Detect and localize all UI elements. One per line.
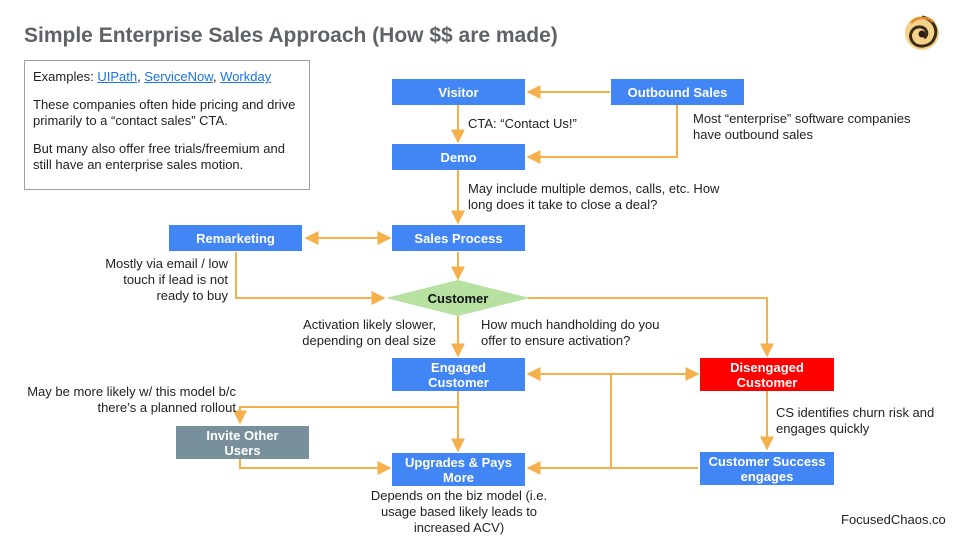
separator: ,: [212, 69, 221, 84]
note-rollout: May be more likely w/ this model b/c the…: [27, 384, 236, 415]
note-activation-slower: Activation likely slower, depending on d…: [302, 317, 436, 348]
node-demo: Demo: [392, 144, 525, 170]
info-paragraph-pricing: These companies often hide pricing and d…: [33, 97, 296, 128]
arrow-engaged-to-invite: [233, 391, 459, 425]
note-cta: CTA: “Contact Us!”: [468, 116, 577, 131]
note-outbound: Most “enterprise” software companies hav…: [693, 111, 911, 142]
note-remarketing: Mostly via email / low touch if lead is …: [105, 256, 228, 303]
node-visitor: Visitor: [392, 79, 525, 105]
node-upgrades-pays-more: Upgrades & Pays More: [392, 453, 525, 486]
note-biz-model: Depends on the biz model (i.e. usage bas…: [370, 488, 548, 535]
arrow-outbound-to-demo: [526, 105, 678, 164]
node-sales-process: Sales Process: [392, 225, 525, 251]
logo-swirl-icon: [905, 15, 939, 50]
note-handholding: How much handholding do you offer to ens…: [481, 317, 660, 348]
examples-prefix: Examples:: [33, 69, 98, 84]
arrow-invite-to-upgrades: [239, 459, 392, 475]
node-customer-success: Customer Success engages: [700, 452, 834, 485]
arrow-remarketing-to-customer: [235, 252, 386, 305]
link-workday[interactable]: Workday: [220, 69, 272, 84]
separator: ,: [137, 69, 145, 84]
note-churn: CS identifies churn risk and engages qui…: [776, 405, 935, 436]
note-demo: May include multiple demos, calls, etc. …: [468, 181, 720, 212]
link-servicenow[interactable]: ServiceNow: [144, 69, 213, 84]
examples-info-box: Examples: UIPath, ServiceNow, Workday Th…: [24, 60, 310, 190]
node-customer: Customer: [427, 290, 489, 306]
link-uipath[interactable]: UIPath: [97, 69, 138, 84]
node-engaged-customer: Engaged Customer: [392, 358, 525, 391]
arrow-customer-to-disengaged: [528, 297, 774, 358]
node-disengaged-customer: Disengaged Customer: [700, 358, 834, 391]
brand-footer: FocusedChaos.co: [841, 512, 946, 527]
node-invite-other-users: Invite Other Users: [176, 426, 309, 459]
node-outbound-sales: Outbound Sales: [611, 79, 744, 105]
customer-decision-diamond: [386, 280, 530, 316]
node-remarketing: Remarketing: [169, 225, 302, 251]
page-title: Simple Enterprise Sales Approach (How $$…: [24, 24, 558, 47]
info-paragraph-freemium: But many also offer free trials/freemium…: [33, 141, 285, 172]
